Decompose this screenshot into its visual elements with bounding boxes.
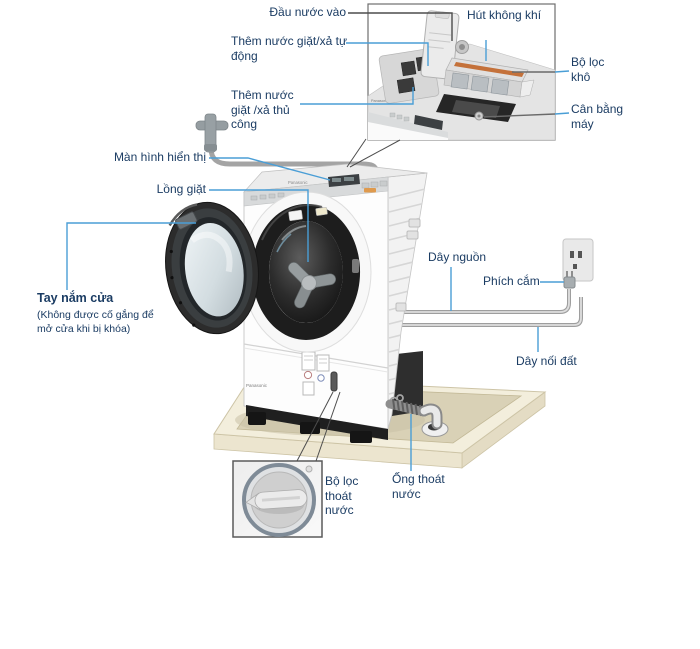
drum-paddles <box>287 261 336 309</box>
door-open <box>165 201 259 335</box>
spec-stickers <box>301 351 330 396</box>
inset-drain-filter <box>232 460 323 538</box>
label-water-inlet: Đầu nước vào <box>269 5 346 19</box>
label-drum: Lồng giặt <box>156 182 206 196</box>
label-auto-detergent: Thêm nước giặt/xả tự động <box>231 34 347 63</box>
drain-filter-slot <box>330 371 338 392</box>
wall-outlet <box>562 238 594 282</box>
label-drain-filter: Bộ lọc thoát nước <box>325 474 359 518</box>
label-display: Màn hình hiển thị <box>113 150 206 164</box>
label-power-cord: Dây nguồn <box>428 250 487 264</box>
filter-knob <box>245 489 308 511</box>
inset-connector-lines <box>296 138 401 462</box>
door-latch <box>352 259 359 273</box>
power-cords-and-outlet <box>396 238 594 327</box>
label-dry-filter: Bộ lọc khô <box>571 55 605 84</box>
label-ground-wire: Dây nối đất <box>516 354 577 368</box>
label-leveling-foot: Cân bằng máy <box>571 102 624 131</box>
label-door-handle: Tay nắm cửa <box>37 291 114 305</box>
dry-filter-stripe <box>454 62 524 77</box>
drum-opening <box>242 191 372 353</box>
label-drain-hose: Ống thoát nước <box>392 472 445 501</box>
label-door-handle-note: (Không được cố gắng để mở cửa khi bị khó… <box>37 309 154 335</box>
power-plug <box>563 276 576 289</box>
control-panel: Panasonic <box>243 163 428 207</box>
drain-hose <box>385 394 449 437</box>
label-plug: Phích cắm <box>483 274 540 288</box>
door-handle <box>175 211 198 230</box>
label-air-intake: Hút không khí <box>467 8 542 22</box>
leader-lines <box>66 12 570 471</box>
brand-logo: Panasonic <box>246 383 268 388</box>
start-button-orange <box>364 188 376 193</box>
brand-logo-top: Panasonic <box>288 180 308 185</box>
brand-logo-inset: Panasonic <box>371 99 389 103</box>
label-manual-detergent: Thêm nước giặt /xả thủ công <box>231 88 294 132</box>
